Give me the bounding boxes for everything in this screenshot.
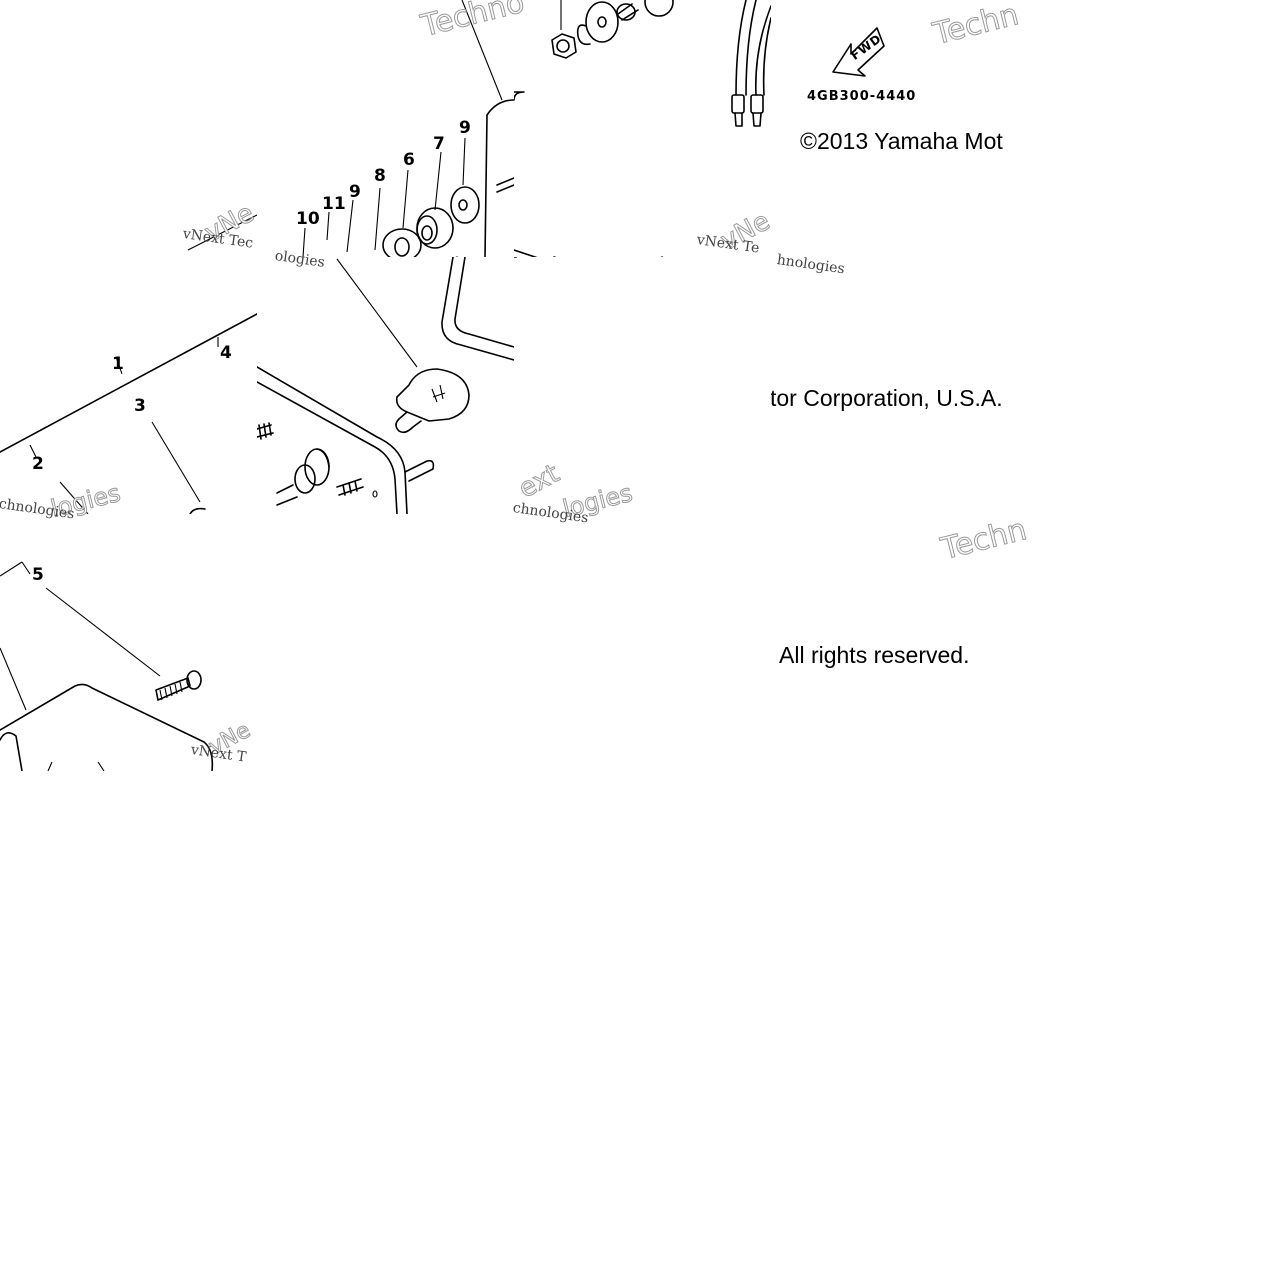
copyright-line-3: All rights reserved. xyxy=(779,642,970,668)
wire-connector-left xyxy=(731,94,745,127)
callout-1: 1 xyxy=(112,354,124,374)
diagram-tile-top-left-drawing xyxy=(187,214,257,251)
diagram-tile-copyright-bottom: All rights reserved. xyxy=(771,514,1028,771)
leader-line xyxy=(461,0,503,101)
diagram-tile-mid-right xyxy=(514,257,771,514)
bulb-part xyxy=(395,368,470,434)
diagram-tile-top-right: FWD 4GB300-4440 ©2013 Yamaha Mot xyxy=(771,0,1028,257)
copyright-line-2: tor Corporation, U.S.A. xyxy=(771,385,1003,411)
grommet-part-8 xyxy=(382,228,422,257)
callout-6: 6 xyxy=(403,150,415,170)
leader-line-6 xyxy=(402,169,409,229)
leader-line-bulb xyxy=(336,258,418,368)
diagram-tile-top-right-drawing xyxy=(832,27,885,77)
leader-line-9 xyxy=(346,199,354,253)
mount-post xyxy=(404,459,435,482)
fwd-arrow-icon xyxy=(832,27,885,77)
leader-line-5b xyxy=(21,561,31,575)
callout-9: 9 xyxy=(349,182,361,202)
leader-line-2 xyxy=(29,444,37,458)
screw-part-5 xyxy=(155,670,202,701)
callout-10: 10 xyxy=(296,209,320,229)
callout-5: 5 xyxy=(32,565,44,585)
leader-line xyxy=(187,214,257,251)
leader-line-5a xyxy=(0,561,23,577)
stud-bolt xyxy=(496,177,514,193)
stud-lower xyxy=(336,478,364,496)
diagram-tile-copyright-middle: tor Corporation, U.S.A. xyxy=(771,257,1028,514)
wire-harness xyxy=(735,0,771,96)
callout-9b: 9 xyxy=(459,118,471,138)
leader-line-11 xyxy=(326,211,330,241)
diagram-tile-top-left xyxy=(0,0,257,257)
callout-3: 3 xyxy=(134,396,146,416)
diagram-tile-upper-middle xyxy=(257,0,514,257)
socket-part xyxy=(276,448,330,506)
diagram-tile-mid-left-drawing xyxy=(0,313,257,514)
spacer-part xyxy=(644,0,674,17)
callout-2: 2 xyxy=(32,454,44,474)
leader-line-5c xyxy=(45,587,161,677)
flat-washer-part xyxy=(585,1,619,43)
callout-bracket-1 xyxy=(0,313,257,453)
leader-line-10 xyxy=(302,227,306,257)
grommet-part-6 xyxy=(416,207,454,249)
diagram-tile-upper-right-drawing xyxy=(514,0,771,257)
diagram-tile-bottom-left xyxy=(0,514,257,771)
lock-washer-part xyxy=(576,24,591,46)
callout-4: 4 xyxy=(220,343,232,363)
callout-7: 7 xyxy=(433,134,445,154)
leader-line-9b xyxy=(462,137,466,186)
diagram-tile-bottom-left-drawing xyxy=(0,561,214,771)
housing-edge xyxy=(484,99,514,257)
leader-line-housing xyxy=(0,647,27,711)
wire-connector-right xyxy=(750,94,764,127)
washer-part-9 xyxy=(450,186,480,224)
diagram-tile-mid-left xyxy=(0,257,257,514)
diagram-tile-center xyxy=(257,257,514,514)
lamp-housing xyxy=(514,91,663,257)
diagram-tile-center-drawing xyxy=(257,257,514,514)
callout-8: 8 xyxy=(374,166,386,186)
part-code: 4GB300-4440 xyxy=(807,89,917,104)
leader-line-2b xyxy=(59,481,89,514)
lens-frame xyxy=(441,257,514,361)
leader-line-1 xyxy=(115,356,123,375)
leader-line-3 xyxy=(151,421,201,503)
leader-line-7 xyxy=(434,151,442,211)
collar-part xyxy=(616,3,639,21)
stud-upper xyxy=(257,422,274,440)
leader-line-8 xyxy=(374,187,381,251)
callout-11: 11 xyxy=(322,194,346,214)
copyright-line-1: ©2013 Yamaha Mot xyxy=(800,128,1003,154)
nut-part xyxy=(551,33,577,59)
diagram-tile-upper-middle-drawing xyxy=(302,0,514,257)
housing-hole xyxy=(372,490,378,498)
diagram-tile-upper-right xyxy=(514,0,771,257)
lens-cover xyxy=(0,683,214,771)
bracket-part xyxy=(189,507,206,514)
